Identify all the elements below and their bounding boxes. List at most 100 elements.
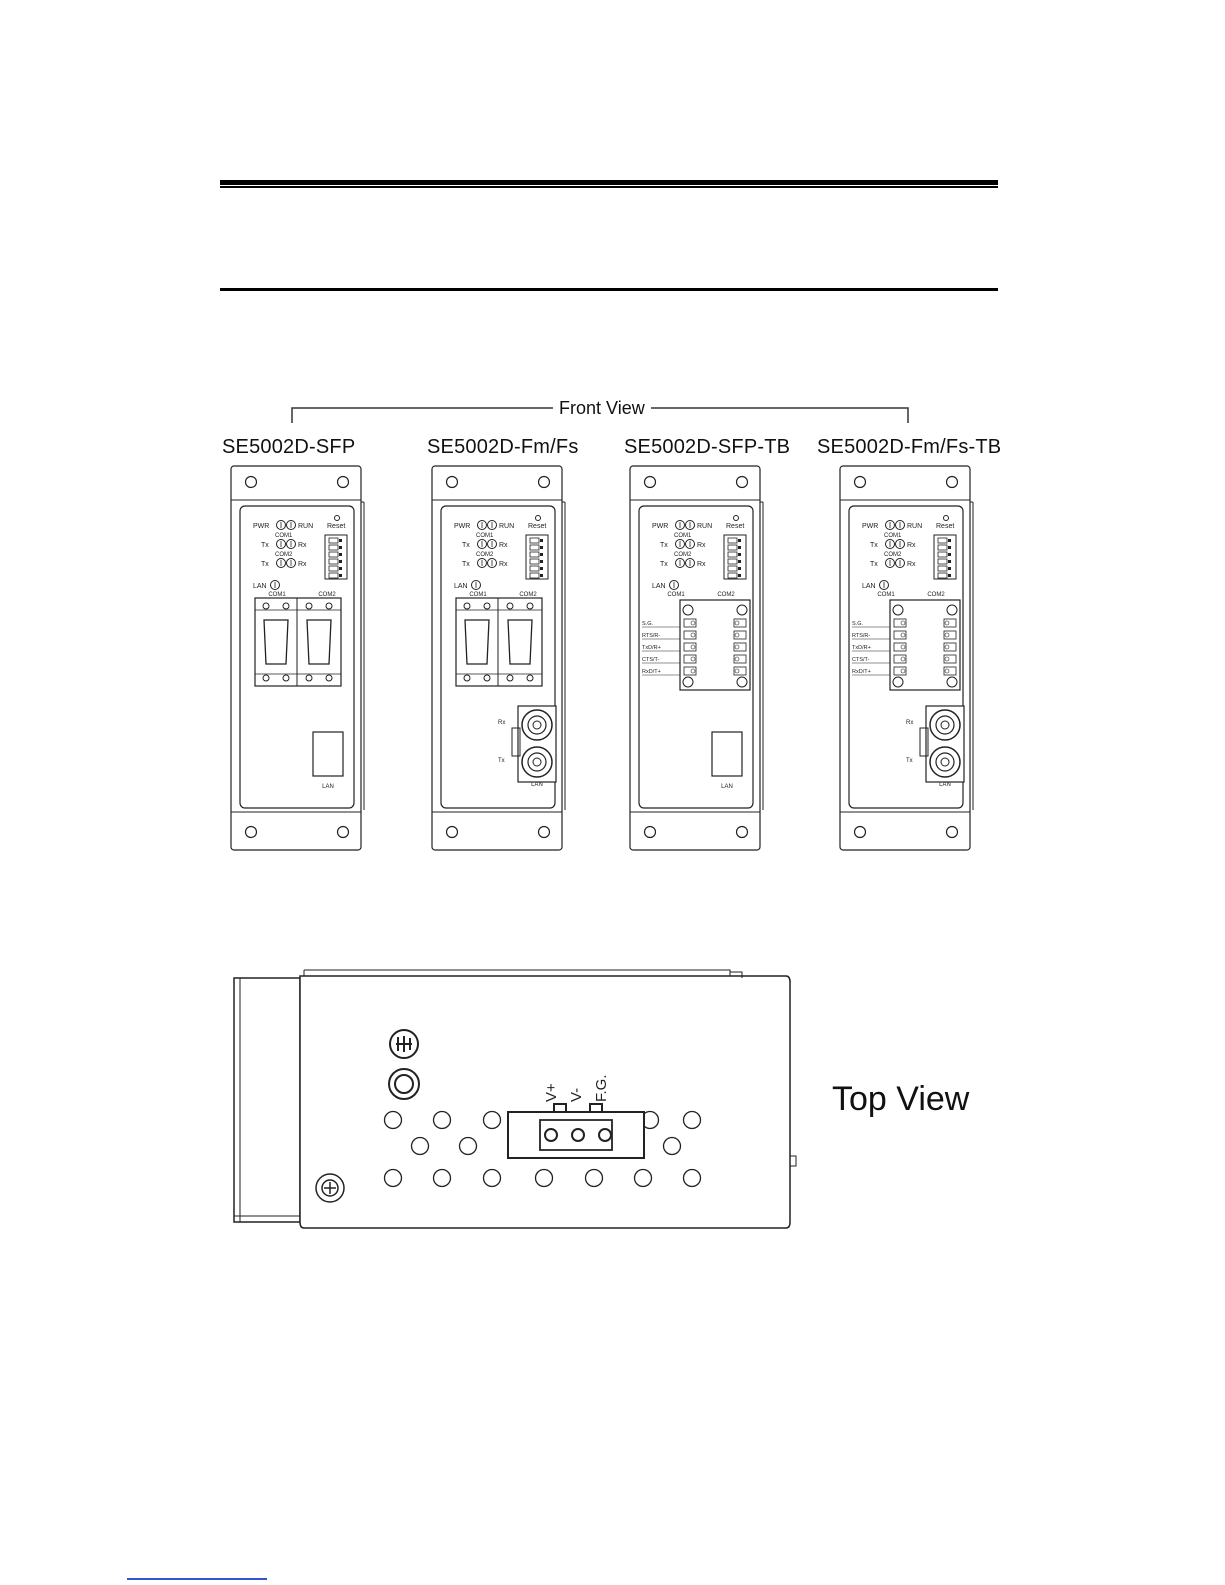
ground-screw-icon [388, 1068, 420, 1100]
vent-hole [662, 1136, 682, 1156]
label-lan: LAN [454, 583, 468, 590]
label-com1-port: COM1 [667, 592, 685, 598]
vent-hole [534, 1168, 554, 1188]
db9-port-icon [507, 619, 533, 665]
screw-icon [736, 676, 748, 688]
label-rx: Rx [907, 542, 916, 549]
vent-hole [458, 1136, 478, 1156]
label-com1: COM1 [884, 533, 902, 539]
vent-hole [410, 1136, 430, 1156]
terminal-screw [733, 654, 747, 664]
label-com2: COM2 [884, 552, 902, 558]
label-tx: Tx [261, 542, 269, 549]
model-title-4: SE5002D-Fm/Fs-TB [817, 436, 1002, 458]
vent-hole [682, 1168, 702, 1188]
label-fiber-tx: Tx [906, 758, 913, 764]
top-view-body [233, 969, 797, 1229]
terminal-label: RxD/T+ [642, 669, 661, 675]
mount-hole-icon [735, 825, 749, 839]
mount-hole-icon [643, 475, 657, 489]
label-lan: LAN [862, 583, 876, 590]
terminal-label: S.G. [852, 621, 863, 627]
mount-hole-icon [945, 475, 959, 489]
ground-icon [389, 1029, 419, 1059]
fiber-connector-icon [521, 746, 553, 778]
label-rx: Rx [499, 561, 508, 568]
vent-hole [383, 1168, 403, 1188]
terminal-screw [893, 666, 907, 676]
label-tx: Tx [660, 542, 668, 549]
terminal-screw [683, 666, 697, 676]
label-pwr: PWR [862, 523, 878, 530]
label-com1-port: COM1 [877, 592, 895, 598]
terminal-screw [893, 618, 907, 628]
label-reset: Reset [528, 523, 546, 530]
dip-switch [723, 534, 747, 580]
label-com2-port: COM2 [717, 592, 735, 598]
label-rx: Rx [907, 561, 916, 568]
label-lan-port: LAN [322, 784, 334, 790]
label-lan-port: LAN [939, 782, 951, 788]
terminal-screw [943, 642, 957, 652]
mount-screw-icon [315, 1173, 345, 1203]
mount-hole-icon [853, 825, 867, 839]
mount-hole-icon [853, 475, 867, 489]
top-view-drawing: V+ V- F.G. [233, 969, 797, 1229]
header-rule-bottom [220, 288, 998, 291]
label-fiber-rx: Rx [498, 720, 505, 726]
reset-button [733, 515, 739, 521]
terminal-label: CTS/T- [642, 657, 660, 663]
label-lan-port: LAN [531, 782, 543, 788]
label-fiber-rx: Rx [906, 720, 913, 726]
terminal-screw [943, 630, 957, 640]
terminal-label: TxD/R+ [642, 645, 661, 651]
label-run: RUN [697, 523, 712, 530]
fiber-connector-icon [929, 709, 961, 741]
vent-hole [482, 1168, 502, 1188]
label-com2-port: COM2 [927, 592, 945, 598]
label-lan: LAN [253, 583, 267, 590]
label-rx: Rx [697, 542, 706, 549]
screw-icon [682, 676, 694, 688]
vent-hole [432, 1110, 452, 1130]
reset-button [535, 515, 541, 521]
vent-hole [584, 1168, 604, 1188]
label-pwr: PWR [652, 523, 668, 530]
reset-button [943, 515, 949, 521]
label-com1-port: COM1 [268, 592, 286, 598]
mount-hole-icon [537, 475, 551, 489]
mount-hole-icon [445, 825, 459, 839]
terminal-screw [683, 642, 697, 652]
label-com2: COM2 [476, 552, 494, 558]
vent-hole [432, 1168, 452, 1188]
label-run: RUN [298, 523, 313, 530]
screw-icon [736, 604, 748, 616]
mount-hole-icon [244, 825, 258, 839]
label-tx: Tx [462, 542, 470, 549]
fiber-connector-icon [521, 709, 553, 741]
terminal-screw [943, 654, 957, 664]
terminal-label: CTS/T- [852, 657, 870, 663]
dip-switch [933, 534, 957, 580]
footer-link[interactable] [127, 1578, 267, 1580]
terminal-screw [683, 630, 697, 640]
mount-hole-icon [336, 825, 350, 839]
terminal-screw [893, 642, 907, 652]
vent-hole [682, 1110, 702, 1130]
label-lan: LAN [652, 583, 666, 590]
label-reset: Reset [327, 523, 345, 530]
terminal-label: TxD/R+ [852, 645, 871, 651]
vent-hole [633, 1168, 653, 1188]
label-com2: COM2 [674, 552, 692, 558]
terminal-screw [943, 618, 957, 628]
header-rule-thick [220, 180, 998, 185]
label-com2: COM2 [275, 552, 293, 558]
db9-port-icon [306, 619, 332, 665]
reset-button [334, 515, 340, 521]
label-rx: Rx [298, 542, 307, 549]
power-terminal-block [507, 1103, 645, 1159]
db9-port-icon [263, 619, 289, 665]
screw-icon [946, 676, 958, 688]
mount-hole-icon [537, 825, 551, 839]
